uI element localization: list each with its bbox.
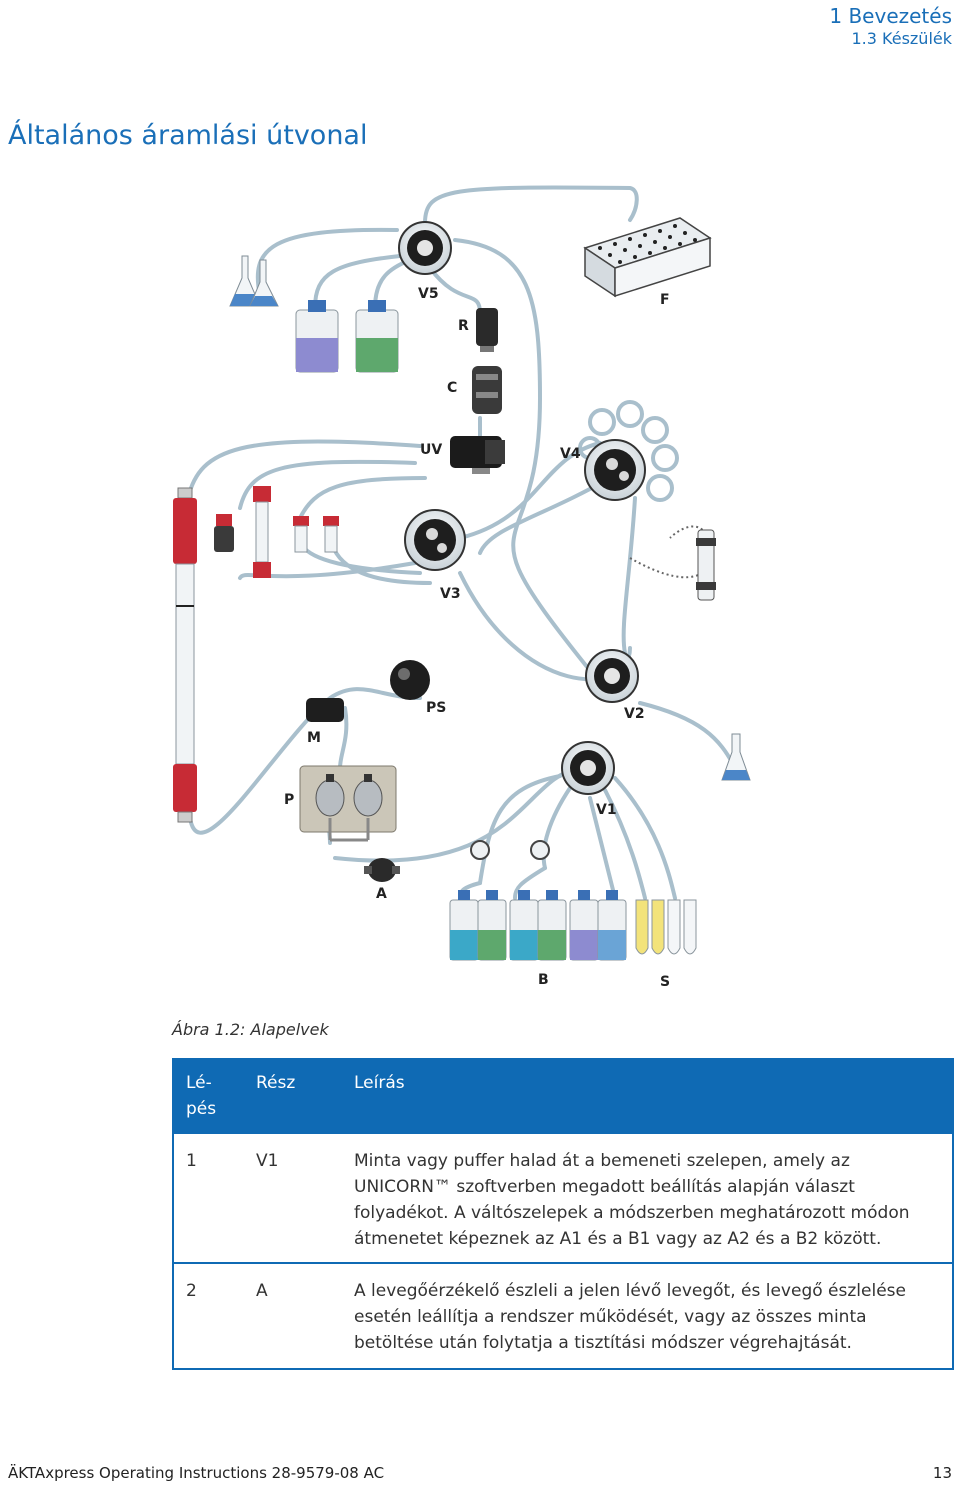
table-header-row: Lé- pés Rész Leírás [172, 1058, 954, 1134]
fraction-collector-icon [583, 217, 712, 298]
label-v2: V2 [624, 706, 645, 722]
buffer-bottle-icon [295, 300, 399, 373]
section-heading[interactable]: 1.3 Készülék [851, 29, 953, 48]
pressure-column-icon [472, 366, 502, 414]
table-row: 2 A A levegőérzékelő észleli a jelen lév… [172, 1263, 954, 1366]
sample-tubes-icon [635, 899, 697, 955]
label-v5: V5 [418, 286, 439, 302]
pressure-sensor-icon [390, 660, 430, 700]
valve-v1-icon [561, 741, 615, 795]
main-column-icon [173, 487, 197, 823]
row-step: 1 [186, 1151, 197, 1171]
outlet-flask-icon [721, 733, 751, 781]
air-sensor-icon [364, 858, 400, 882]
header-part: Rész [256, 1073, 296, 1093]
label-uv: UV [420, 442, 442, 458]
row-description: Minta vagy puffer halad át a bemeneti sz… [354, 1151, 910, 1249]
small-columns-icon [214, 486, 339, 578]
label-s: S [660, 974, 670, 990]
label-v4: V4 [560, 446, 581, 462]
label-a: A [376, 886, 387, 902]
row-part: V1 [256, 1151, 279, 1171]
waste-flask-icon [229, 255, 279, 307]
uv-monitor-icon [450, 436, 505, 474]
buffer-bottles-b-icon [449, 890, 627, 961]
label-v1: V1 [596, 802, 617, 818]
pump-icon [299, 765, 397, 842]
switch-valve-icon [470, 840, 550, 860]
row-part: A [256, 1281, 268, 1301]
mixer-icon [306, 698, 344, 722]
steps-table: Lé- pés Rész Leírás 1 V1 Minta vagy puff… [172, 1058, 954, 1366]
valve-v4-icon [578, 400, 679, 502]
row-step: 2 [186, 1281, 197, 1301]
valve-v3-icon [404, 509, 466, 571]
label-p: P [284, 792, 294, 808]
valve-v2-icon [585, 649, 639, 703]
label-f: F [660, 292, 670, 308]
label-v3: V3 [440, 586, 461, 602]
label-r: R [458, 318, 469, 334]
page-title: Általános áramlási útvonal [8, 120, 368, 151]
header-step: Lé- pés [186, 1073, 217, 1119]
valve-v5-icon [398, 221, 452, 275]
restrictor-icon [476, 308, 498, 352]
header-breadcrumb: 1 Bevezetés 1.3 Készülék [829, 4, 952, 50]
header-description: Leírás [354, 1073, 405, 1093]
flow-path-diagram: V5 F R C UV V4 V3 PS V2 M P V1 A B S [160, 178, 800, 998]
side-column-icon [696, 529, 716, 601]
row-description: A levegőérzékelő észleli a jelen lévő le… [354, 1281, 906, 1353]
label-m: M [307, 730, 321, 746]
label-ps: PS [426, 700, 446, 716]
bypass-tubing [629, 525, 713, 579]
label-b: B [538, 972, 549, 988]
label-c: C [447, 380, 457, 396]
table-row: 1 V1 Minta vagy puffer halad át a bemene… [172, 1134, 954, 1263]
footer-manual-title: ÄKTAxpress Operating Instructions 28-957… [8, 1464, 385, 1482]
page-number: 13 [932, 1464, 952, 1482]
figure-caption: Ábra 1.2: Alapelvek [172, 1020, 329, 1039]
chapter-heading[interactable]: 1 Bevezetés [829, 4, 952, 28]
